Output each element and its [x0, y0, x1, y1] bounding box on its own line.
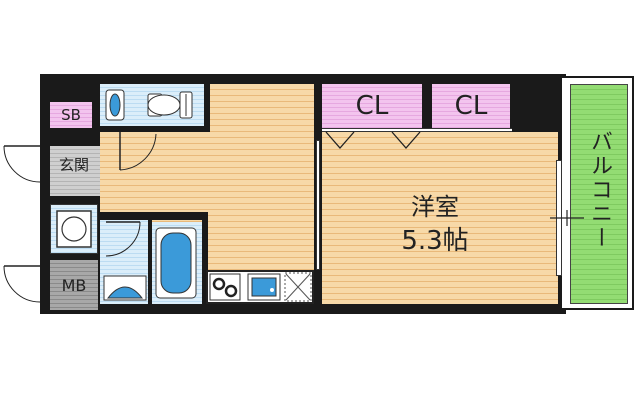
stove-icon — [209, 273, 241, 301]
closet-divider — [322, 128, 512, 132]
balcony-label: バルコニー — [587, 130, 612, 250]
bath-wall-mid — [148, 218, 152, 304]
western-room-size: 5.3帖 — [401, 225, 469, 256]
sliding-door[interactable] — [316, 140, 320, 270]
shoe-box — [50, 102, 92, 128]
bathtub-icon — [155, 227, 197, 299]
closet-doors — [325, 131, 421, 149]
closet-2 — [432, 84, 510, 130]
western-room-name: 洋室 — [411, 192, 459, 221]
entrance-door-swing — [3, 145, 41, 183]
entrance — [50, 146, 100, 196]
toilet-wall-right — [204, 84, 210, 132]
meter-door-swing — [3, 265, 41, 303]
closet-1 — [322, 84, 422, 130]
toilet-door-swing — [119, 132, 157, 171]
toilet-wall — [100, 126, 208, 132]
entrance-label: 玄関 — [58, 155, 89, 174]
washroom-door-swing — [105, 221, 141, 257]
meter-box-label: MB — [61, 275, 87, 295]
bath-wall-top — [100, 212, 206, 220]
closet-2-label: CL — [454, 91, 488, 121]
meter-box — [50, 260, 98, 310]
western-room — [322, 132, 558, 304]
toilet-icon — [105, 89, 193, 121]
sink-icon — [103, 275, 147, 301]
washer-icon — [56, 210, 92, 248]
bath-wall-right — [202, 212, 208, 304]
shoe-box-label: SB — [61, 106, 81, 124]
closet-1-label: CL — [355, 91, 389, 121]
balcony — [570, 84, 628, 304]
fridge-space-icon — [284, 272, 312, 302]
kitchen-sink-icon — [247, 273, 281, 301]
window-marker — [550, 210, 584, 226]
